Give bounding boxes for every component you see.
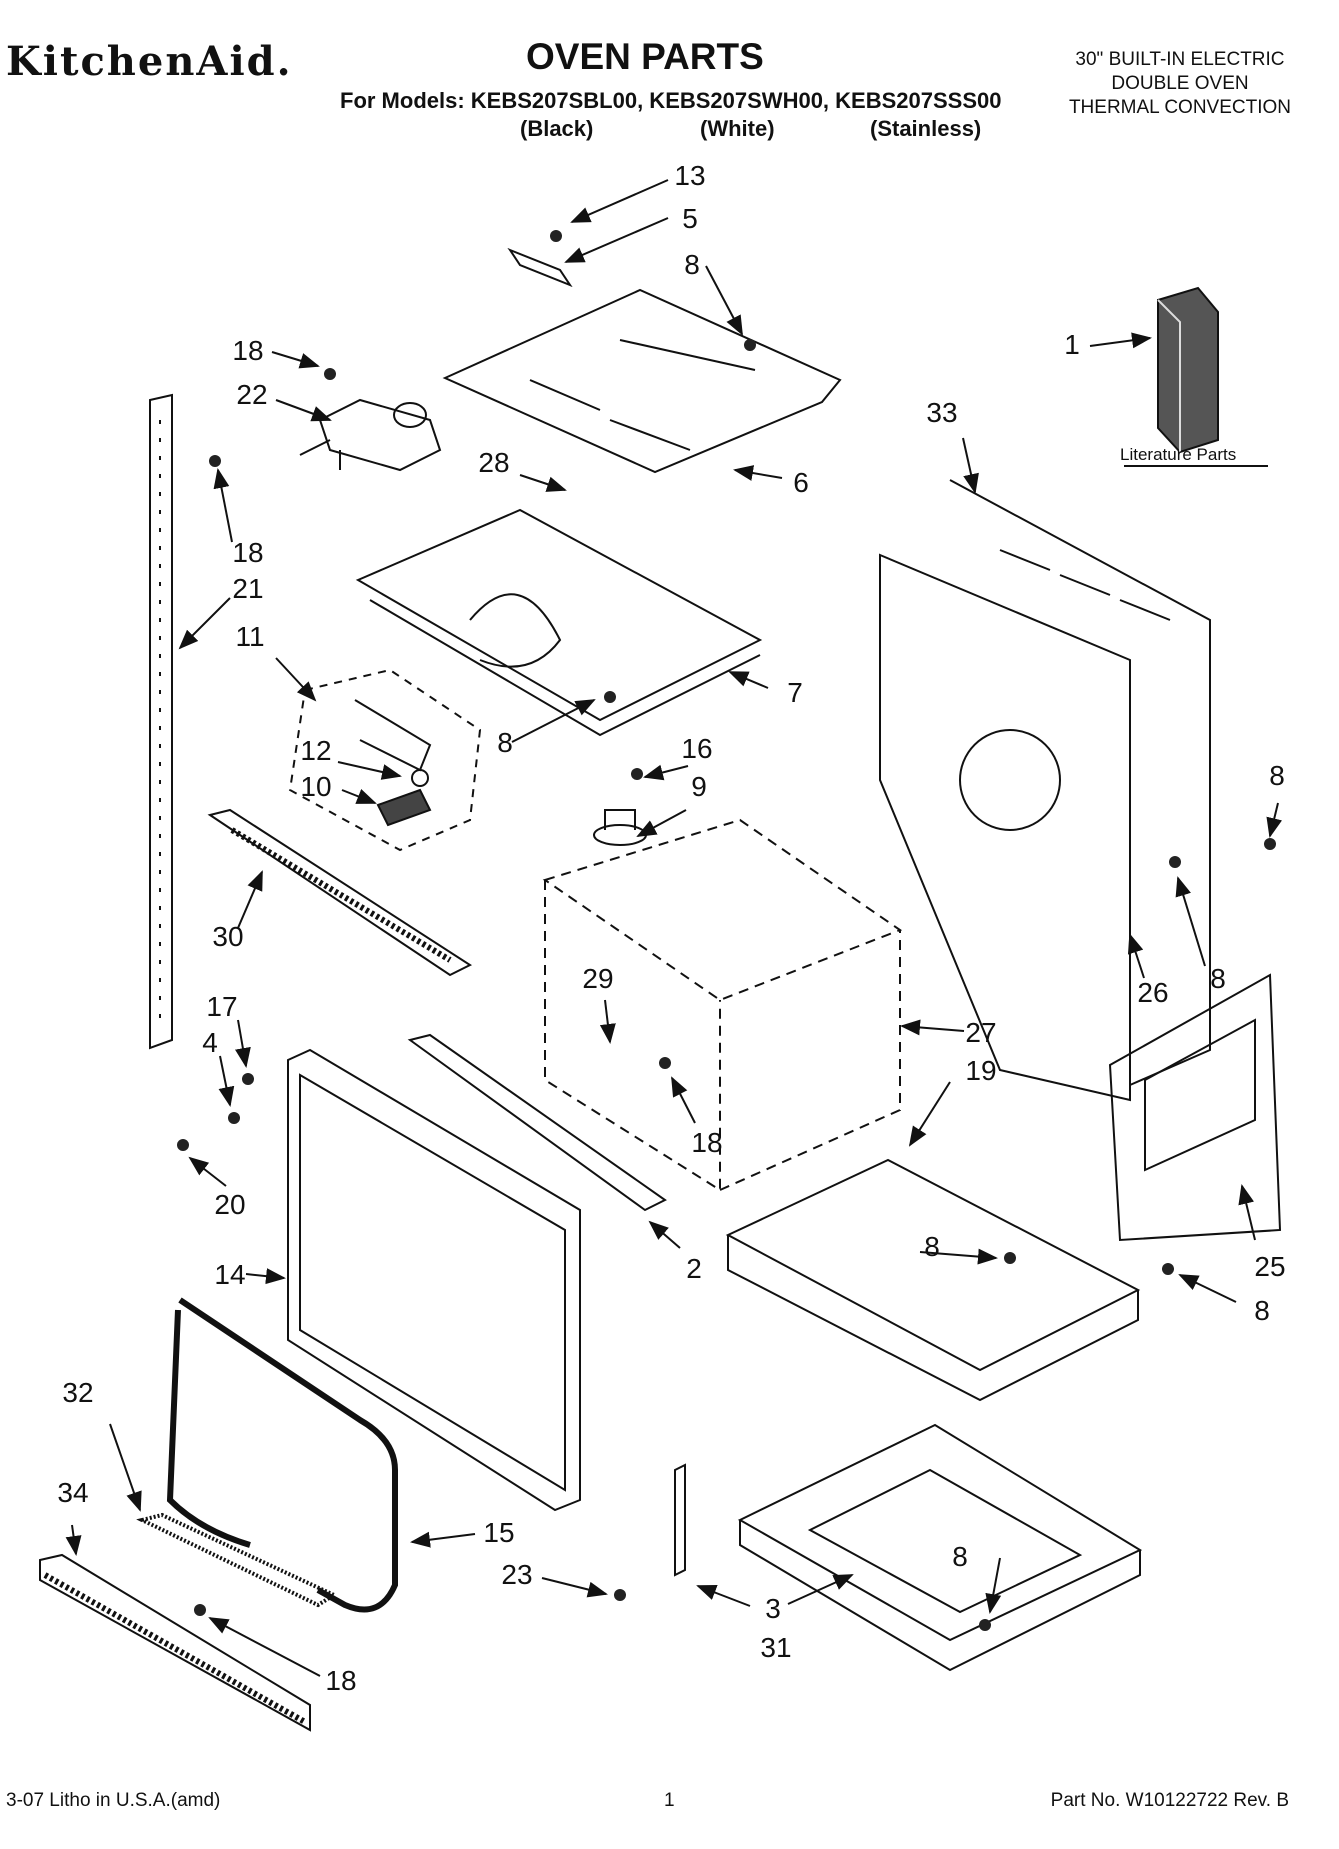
callout-31: 31 xyxy=(760,1632,791,1663)
callout-8: 8 xyxy=(497,727,513,758)
bottom-shield xyxy=(725,1158,1141,1402)
callout-17: 17 xyxy=(206,991,237,1022)
callout-14: 14 xyxy=(214,1259,245,1290)
callout-34: 34 xyxy=(57,1477,88,1508)
page-title: OVEN PARTS xyxy=(526,36,764,77)
callout-6: 6 xyxy=(793,467,809,498)
callout-26: 26 xyxy=(1137,977,1168,1008)
light-bulb xyxy=(411,769,429,787)
product-line-1: 30" BUILT-IN ELECTRIC xyxy=(1075,49,1285,70)
callout-28: 28 xyxy=(478,447,509,478)
callout-9: 9 xyxy=(691,771,707,802)
oven-top-shield xyxy=(355,508,763,737)
callout-29: 29 xyxy=(582,963,613,994)
callout-30: 30 xyxy=(212,921,243,952)
hinge-bracket xyxy=(674,1463,686,1577)
callout-32: 32 xyxy=(62,1377,93,1408)
callout-15: 15 xyxy=(483,1517,514,1548)
callout-20: 20 xyxy=(214,1189,245,1220)
door-gasket xyxy=(166,1297,398,1613)
callout-8: 8 xyxy=(924,1231,940,1262)
variant-white: (White) xyxy=(700,116,775,141)
bottom-tray xyxy=(737,1423,1143,1672)
blower-motor xyxy=(299,398,442,472)
callout-10: 10 xyxy=(300,771,331,802)
thermostat-knob xyxy=(593,809,647,846)
callout-8: 8 xyxy=(1210,963,1226,994)
callout-5: 5 xyxy=(682,203,698,234)
screws xyxy=(177,230,1276,1631)
door-frame xyxy=(287,1048,581,1512)
callout-8: 8 xyxy=(952,1541,968,1572)
footer-page-number: 1 xyxy=(664,1790,675,1811)
side-panel xyxy=(1108,973,1282,1242)
callout-13: 13 xyxy=(674,160,705,191)
callout-11: 11 xyxy=(235,621,264,652)
leader-lines xyxy=(65,179,1283,1677)
front-trim xyxy=(407,1033,667,1212)
callout-27: 27 xyxy=(965,1017,996,1048)
callout-22: 22 xyxy=(236,379,267,410)
callout-18: 18 xyxy=(691,1127,722,1158)
callout-25: 25 xyxy=(1254,1251,1285,1282)
side-rail xyxy=(149,393,173,1050)
callout-23: 23 xyxy=(501,1559,532,1590)
callout-12: 12 xyxy=(300,735,331,766)
vent-strip xyxy=(207,808,473,977)
variant-black: (Black) xyxy=(520,116,594,141)
callout-18: 18 xyxy=(232,335,263,366)
models-line: For Models: KEBS207SBL00, KEBS207SWH00, … xyxy=(340,88,1002,113)
light-assembly-outline xyxy=(288,668,482,852)
callout-33: 33 xyxy=(926,397,957,428)
brand-logo: KitchenAid. xyxy=(6,38,293,85)
literature-book xyxy=(1124,286,1268,467)
callout-3: 3 xyxy=(765,1593,781,1624)
footer-litho: 3-07 Litho in U.S.A.(amd) xyxy=(6,1790,221,1811)
callout-16: 16 xyxy=(681,733,712,764)
product-description: 30" BUILT-IN ELECTRIC DOUBLE OVEN THERMA… xyxy=(1069,48,1291,120)
callout-7: 7 xyxy=(787,677,803,708)
product-line-2: DOUBLE OVEN xyxy=(1111,73,1249,94)
top-cover xyxy=(442,247,842,474)
callout-18: 18 xyxy=(232,537,263,568)
callout-8: 8 xyxy=(684,249,700,280)
variant-stainless: (Stainless) xyxy=(870,116,982,141)
callout-2: 2 xyxy=(686,1253,702,1284)
callout-1: 1 xyxy=(1064,329,1080,360)
vent-grill xyxy=(39,1512,339,1732)
literature-label: Literature Parts xyxy=(1120,445,1236,464)
light-lens xyxy=(376,788,432,827)
oven-liner xyxy=(542,818,903,1192)
callout-21: 21 xyxy=(232,573,263,604)
callout-8: 8 xyxy=(1269,760,1285,791)
footer-part-number: Part No. W10122722 Rev. B xyxy=(1050,1790,1289,1811)
callout-4: 4 xyxy=(202,1027,218,1058)
light-socket xyxy=(354,699,432,772)
callout-18: 18 xyxy=(325,1665,356,1696)
callout-8: 8 xyxy=(1254,1295,1270,1326)
callout-19: 19 xyxy=(965,1055,996,1086)
product-line-3: THERMAL CONVECTION xyxy=(1068,97,1291,118)
